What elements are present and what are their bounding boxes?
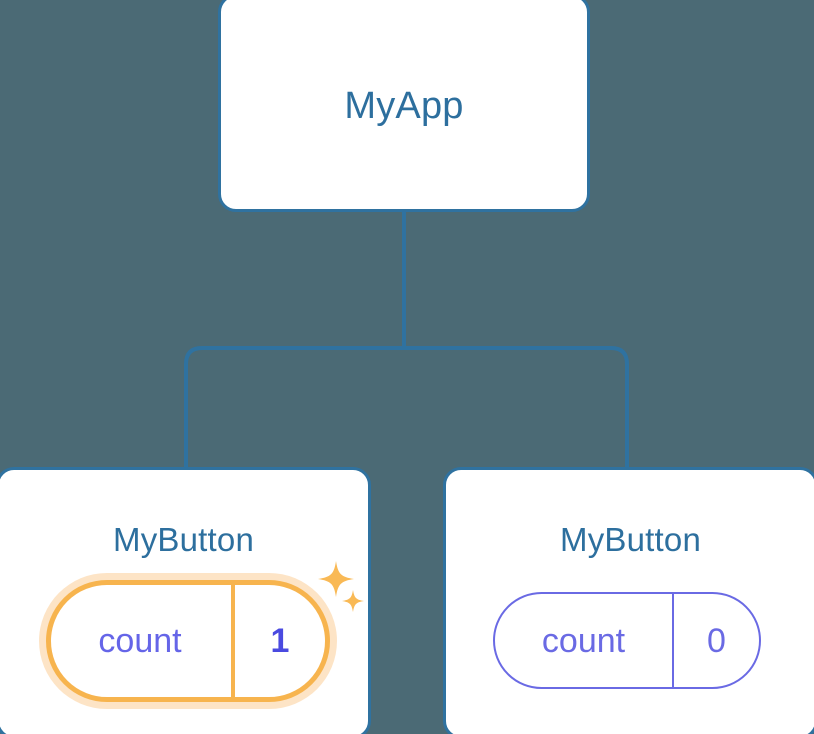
state-key-label-1: count — [495, 594, 674, 687]
node-title-myapp: MyApp — [344, 85, 464, 127]
connector-child-bus — [184, 346, 629, 471]
state-value-label-1: 0 — [707, 621, 726, 660]
node-title-mybutton-0: MyButton — [113, 521, 254, 558]
state-pill-count-active[interactable]: count 1 — [46, 580, 330, 702]
state-key-label-0: count — [51, 585, 235, 697]
node-card-myapp[interactable]: MyApp — [218, 0, 590, 212]
state-pill-count-plain[interactable]: count 0 — [493, 592, 761, 689]
node-title-mybutton-1: MyButton — [560, 521, 701, 558]
state-value-label-0: 1 — [270, 622, 290, 660]
